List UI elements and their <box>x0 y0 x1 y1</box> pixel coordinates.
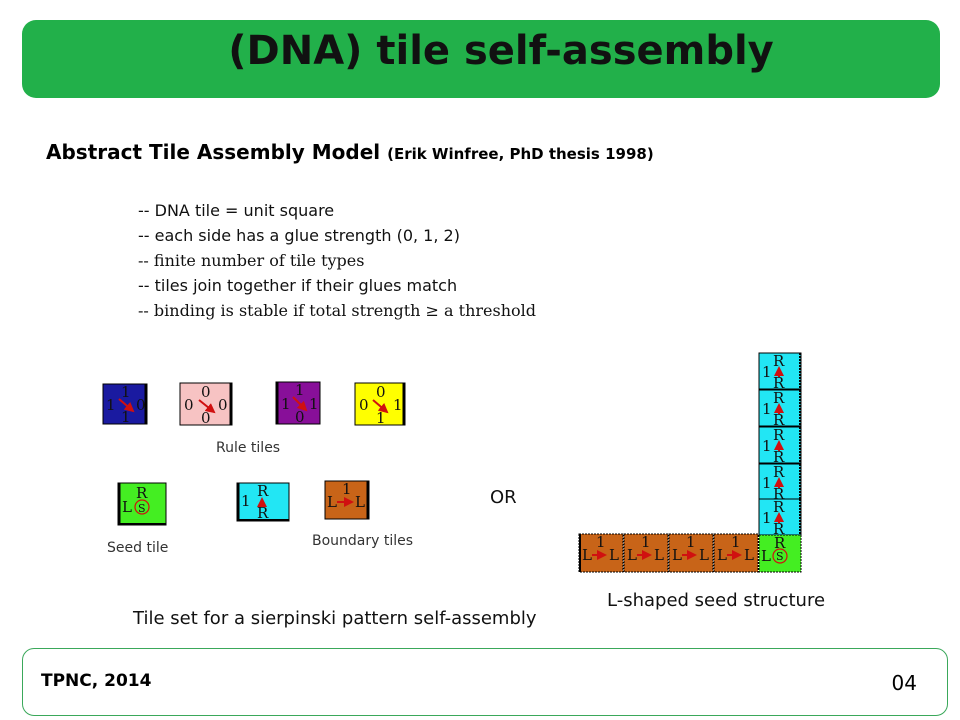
tile-glue-left: L <box>717 546 727 564</box>
tile-glue-top: R <box>773 463 785 481</box>
title-bar: (DNA) tile self-assembly <box>22 20 940 98</box>
seed-tile-label: Seed tile <box>107 540 169 556</box>
tile-glue-left: 1 <box>762 400 772 418</box>
tile-glue-left: 1 <box>241 492 251 510</box>
tile-glue-bottom: 1 <box>121 408 131 426</box>
tile-glue-top: R <box>773 498 785 516</box>
tile-glue-left: L <box>672 546 682 564</box>
bullet-item: -- each side has a glue strength (0, 1, … <box>138 226 460 245</box>
tile-glue-top: R <box>774 534 786 552</box>
or-label: OR <box>490 487 517 508</box>
tile-glue-bottom: 1 <box>376 409 386 427</box>
structure-row: 1 L L 1 L L 1 L L 1 L <box>578 533 802 573</box>
tile-glue-top: 1 <box>686 533 696 551</box>
tileset-caption: Tile set for a sierpinski pattern self-a… <box>133 608 537 629</box>
row-seed-tile: R L S <box>758 534 802 573</box>
tile-glue-bottom: R <box>773 374 785 392</box>
tile-glue-top: R <box>773 389 785 407</box>
footer-conference: TPNC, 2014 <box>41 671 152 691</box>
bullet-list: -- DNA tile = unit square -- each side h… <box>138 198 536 323</box>
tile-glue-top: 1 <box>295 381 305 399</box>
tile-glue-top: 0 <box>376 383 386 401</box>
slide-number: 04 <box>891 671 917 695</box>
tile-glue-top: 1 <box>342 480 352 498</box>
tile-glue-top: R <box>773 426 785 444</box>
tile-glue-right: 1 <box>309 395 319 413</box>
bullet-item: -- finite number of tile types <box>138 251 365 270</box>
tile-glue-bottom: 0 <box>295 408 305 426</box>
seed-structure: R 1 R R 1 R R 1 R <box>578 352 802 573</box>
tile-glue-bottom: 0 <box>201 409 211 427</box>
boundary-tile-cyan: R 1 R <box>236 482 290 522</box>
bullet-item: -- tiles join together if their glues ma… <box>138 276 458 295</box>
tile-glue-right: L <box>699 546 709 564</box>
row-tile: 1 L L <box>713 533 759 573</box>
tile-glue-right: 1 <box>393 396 403 414</box>
boundary-tile-brown: 1 L L <box>324 480 370 520</box>
tile-glue-left: L <box>122 498 132 516</box>
tile-glue-top: 0 <box>201 383 211 401</box>
tile-glue-left: 0 <box>359 396 369 414</box>
tile-glue-left: 1 <box>762 509 772 527</box>
tile-glue-bottom: R <box>773 448 785 466</box>
structure-column: R 1 R R 1 R R 1 R <box>758 352 802 538</box>
tile-glue-right: 0 <box>218 396 228 414</box>
rule-tile-4: 0 0 1 1 <box>354 382 406 427</box>
tile-glue-bottom: R <box>257 504 269 522</box>
subtitle-main: Abstract Tile Assembly Model <box>46 140 381 164</box>
seed-mark: S <box>138 502 146 515</box>
slide-title: (DNA) tile self-assembly <box>228 28 774 74</box>
tile-glue-left: L <box>327 493 337 511</box>
column-tile: R 1 R <box>758 463 802 503</box>
tile-glue-top: R <box>257 482 269 500</box>
rule-tiles-label: Rule tiles <box>216 440 281 456</box>
tile-glue-left: 1 <box>281 395 291 413</box>
rule-tile-1: 1 1 0 1 <box>102 383 148 426</box>
row-tile: 1 L L <box>578 533 624 573</box>
tile-glue-right: L <box>355 493 365 511</box>
tile-glue-top: 1 <box>596 533 606 551</box>
bullet-item: -- binding is stable if total strength ≥… <box>138 301 537 320</box>
row-tile: 1 L L <box>623 533 669 573</box>
tile-glue-left: L <box>627 546 637 564</box>
footer: TPNC, 2014 04 <box>22 648 948 716</box>
tile-glue-top: R <box>136 484 148 502</box>
tile-glue-left: L <box>761 547 771 565</box>
tile-glue-right: L <box>609 546 619 564</box>
tile-glue-top: R <box>773 352 785 370</box>
tile-glue-bottom: R <box>773 411 785 429</box>
tile-glue-left: 0 <box>184 396 194 414</box>
tile-glue-top: 1 <box>641 533 651 551</box>
column-tile: R 1 R <box>758 426 802 466</box>
seed-mark: S <box>776 550 784 563</box>
column-tile: R 1 R <box>758 389 802 429</box>
bullet-item: -- DNA tile = unit square <box>138 201 335 220</box>
subtitle-citation: (Erik Winfree, PhD thesis 1998) <box>387 145 654 163</box>
column-tile: R 1 R <box>758 352 802 392</box>
tile-glue-right: L <box>654 546 664 564</box>
tile-glue-left: 1 <box>106 396 116 414</box>
rule-tile-2: 0 0 0 0 <box>179 382 233 427</box>
tile-glue-left: 1 <box>762 437 772 455</box>
tile-glue-top: 1 <box>121 383 131 401</box>
tile-glue-right: 0 <box>136 396 146 414</box>
tile-glue-left: 1 <box>762 363 772 381</box>
subtitle: Abstract Tile Assembly Model (Erik Winfr… <box>46 140 654 164</box>
tile-glue-top: 1 <box>731 533 741 551</box>
seed-tile: R L S <box>117 482 167 526</box>
tile-glue-left: 1 <box>762 474 772 492</box>
tile-glue-bottom: R <box>773 520 785 538</box>
seed-structure-caption: L-shaped seed structure <box>607 590 826 611</box>
boundary-tiles-label: Boundary tiles <box>312 533 414 549</box>
column-tile: R 1 R <box>758 498 802 538</box>
row-tile: 1 L L <box>668 533 714 573</box>
rule-tile-3: 1 1 1 0 <box>275 381 321 426</box>
tile-glue-left: L <box>582 546 592 564</box>
tile-glue-right: L <box>744 546 754 564</box>
